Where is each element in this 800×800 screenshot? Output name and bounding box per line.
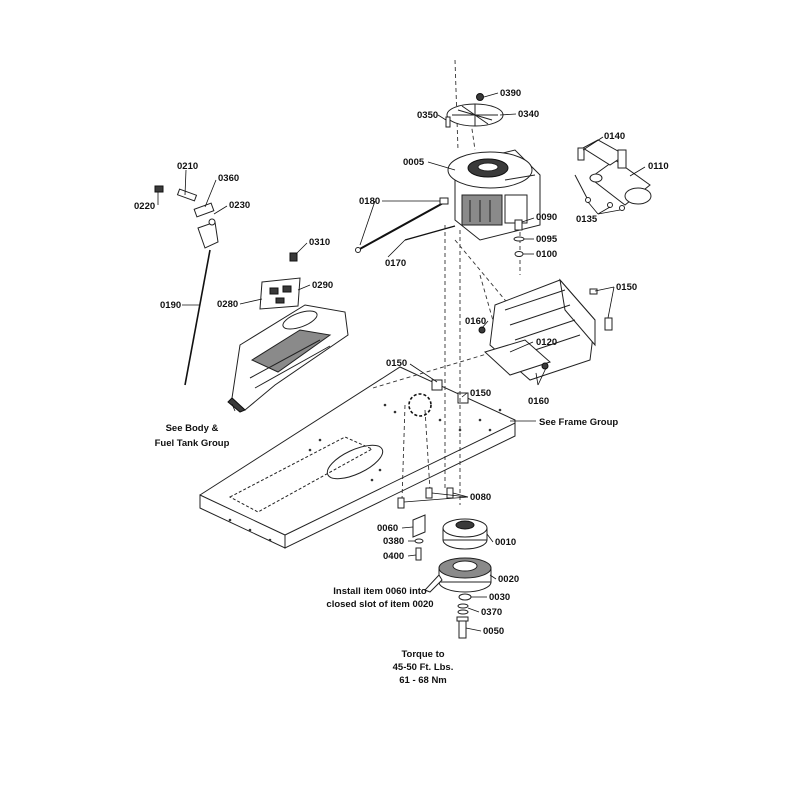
note-torque-line1: Torque to bbox=[401, 649, 444, 660]
bolt-0400 bbox=[415, 547, 422, 561]
callout-0360: 0360 bbox=[218, 173, 239, 184]
callout-0340: 0340 bbox=[518, 109, 539, 120]
heat-shield-0120 bbox=[478, 278, 613, 381]
washer-0370 bbox=[457, 603, 469, 615]
note-torque-line2: 45-50 Ft. Lbs. bbox=[393, 662, 454, 673]
washer-0095 bbox=[513, 236, 525, 242]
callout-0190: 0190 bbox=[160, 300, 181, 311]
note-install-line1: Install item 0060 into bbox=[333, 586, 427, 597]
callout-labels: 0390 0350 0340 0005 0140 0110 0135 0210 … bbox=[134, 88, 669, 637]
callout-0390: 0390 bbox=[500, 88, 521, 99]
callout-0005: 0005 bbox=[403, 157, 425, 168]
note-body-fuel-line1: See Body & bbox=[166, 423, 219, 434]
throttle-control-0190 bbox=[154, 185, 219, 386]
callout-0150-frame-top: 0150 bbox=[386, 358, 407, 369]
callout-0220: 0220 bbox=[134, 201, 155, 212]
callout-0160-left: 0160 bbox=[465, 316, 486, 327]
callout-0140: 0140 bbox=[604, 131, 625, 142]
note-install-line2: closed slot of item 0020 bbox=[326, 599, 433, 610]
frame-chassis bbox=[199, 366, 516, 549]
callout-0120: 0120 bbox=[536, 337, 557, 348]
electric-clutch-0020 bbox=[424, 557, 492, 593]
leader-lines bbox=[157, 92, 646, 632]
callout-0050: 0050 bbox=[483, 626, 504, 637]
callout-0090: 0090 bbox=[536, 212, 557, 223]
callout-0150-frame-right: 0150 bbox=[470, 388, 491, 399]
callout-0030: 0030 bbox=[489, 592, 510, 603]
callout-0400: 0400 bbox=[383, 551, 404, 562]
callout-0150-shield: 0150 bbox=[616, 282, 637, 293]
callout-0230: 0230 bbox=[229, 200, 250, 211]
engine-assembly bbox=[447, 149, 541, 241]
fuel-tank-cover bbox=[227, 304, 349, 413]
callout-0135: 0135 bbox=[576, 214, 598, 225]
callout-0095: 0095 bbox=[536, 234, 558, 245]
bolt-0090 bbox=[514, 219, 523, 231]
washer-0380 bbox=[414, 538, 424, 544]
bolts-0080 bbox=[397, 487, 454, 509]
cable-0170 bbox=[404, 225, 456, 241]
bracket-0060 bbox=[412, 514, 426, 538]
alignment-lines bbox=[372, 59, 556, 505]
note-body-fuel-line2: Fuel Tank Group bbox=[155, 438, 230, 449]
callout-0370: 0370 bbox=[481, 607, 502, 618]
callout-0100: 0100 bbox=[536, 249, 557, 260]
callout-0310: 0310 bbox=[309, 237, 330, 248]
callout-0110: 0110 bbox=[648, 161, 669, 172]
muffler-0110 bbox=[574, 139, 652, 211]
nut-0390 bbox=[476, 93, 484, 101]
spacer-0030 bbox=[458, 593, 472, 601]
pulley-0010 bbox=[442, 518, 488, 550]
bolt-0050 bbox=[456, 616, 469, 639]
callout-0210: 0210 bbox=[177, 161, 198, 172]
flywheel-screen-0340 bbox=[446, 103, 504, 127]
callout-0380: 0380 bbox=[383, 536, 404, 547]
note-torque-line3: 61 - 68 Nm bbox=[399, 675, 447, 686]
knob-0310 bbox=[289, 252, 298, 262]
callout-0350: 0350 bbox=[417, 110, 438, 121]
callout-0170: 0170 bbox=[385, 258, 406, 269]
callout-0020: 0020 bbox=[498, 574, 519, 585]
notes: See Body & Fuel Tank Group See Frame Gro… bbox=[155, 417, 619, 686]
callout-0080: 0080 bbox=[470, 492, 491, 503]
callout-0160-bottom: 0160 bbox=[528, 396, 549, 407]
nut-0100 bbox=[514, 251, 524, 257]
note-frame-group: See Frame Group bbox=[539, 417, 618, 428]
callout-0060: 0060 bbox=[377, 523, 398, 534]
callout-0180: 0180 bbox=[359, 196, 380, 207]
bolt-0350 bbox=[445, 116, 451, 128]
callout-0290: 0290 bbox=[312, 280, 333, 291]
dash-panel-0280 bbox=[259, 277, 301, 310]
callout-0010: 0010 bbox=[495, 537, 516, 548]
callout-0280: 0280 bbox=[217, 299, 238, 310]
